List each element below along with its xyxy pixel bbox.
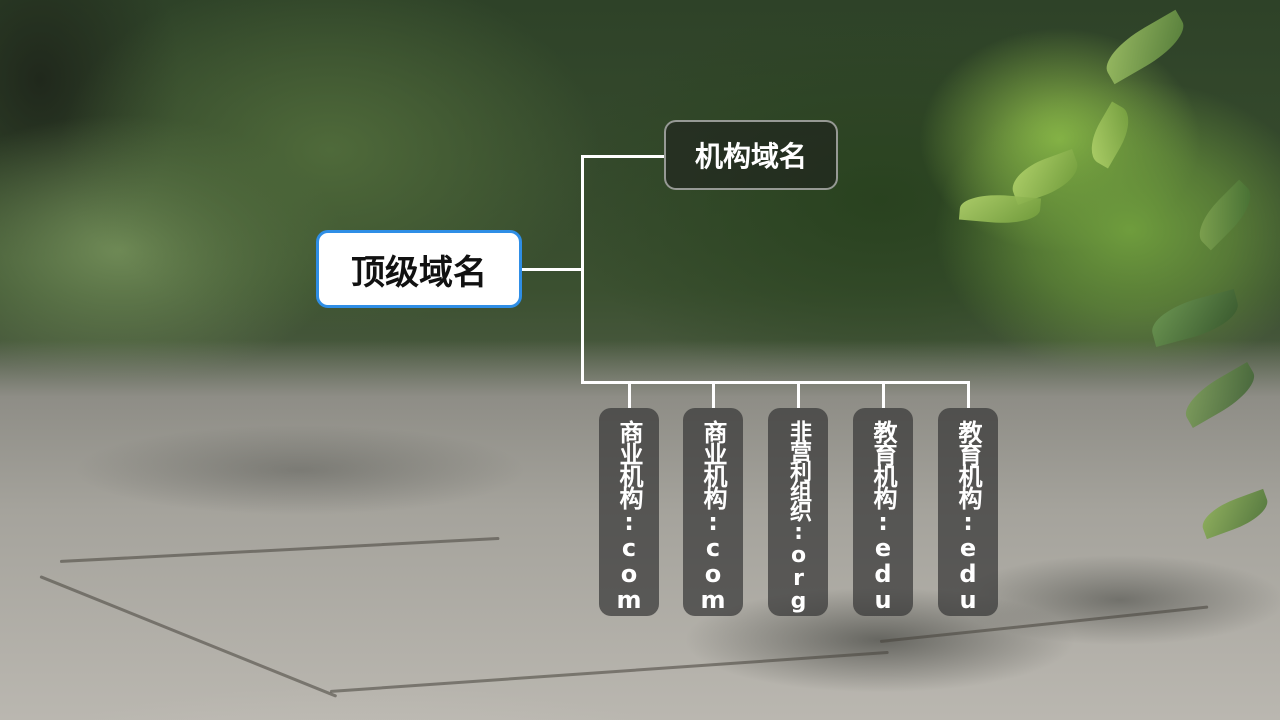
connector-trunk <box>581 155 584 384</box>
leaf-node: 教育机构:edu <box>853 408 913 616</box>
leaf-node-label: 商业机构:com <box>699 420 727 612</box>
leaf-node-label: 教育机构:edu <box>954 420 982 612</box>
connector-trunk-to-branch <box>581 155 664 158</box>
leaf-node-label: 教育机构:edu <box>869 420 897 612</box>
connector-leaf-drop <box>882 381 885 408</box>
connector-leaf-drop <box>967 381 970 408</box>
connector-leaf-bus <box>581 381 970 384</box>
root-node-label: 顶级域名 <box>351 252 487 293</box>
leaf-node: 教育机构:edu <box>938 408 998 616</box>
leaf-node: 非营利组织:org <box>768 408 828 616</box>
leaf-node: 商业机构:com <box>683 408 743 616</box>
leaf-node: 商业机构:com <box>599 408 659 616</box>
root-node: 顶级域名 <box>316 230 522 308</box>
connector-leaf-drop <box>712 381 715 408</box>
leaf-node-label: 商业机构:com <box>615 420 643 612</box>
branch-node: 机构域名 <box>664 120 838 190</box>
branch-node-label: 机构域名 <box>694 140 807 173</box>
connector-root-to-trunk <box>522 268 584 271</box>
connector-leaf-drop <box>797 381 800 408</box>
connector-leaf-drop <box>628 381 631 408</box>
leaf-node-label: 非营利组织:org <box>786 420 811 612</box>
